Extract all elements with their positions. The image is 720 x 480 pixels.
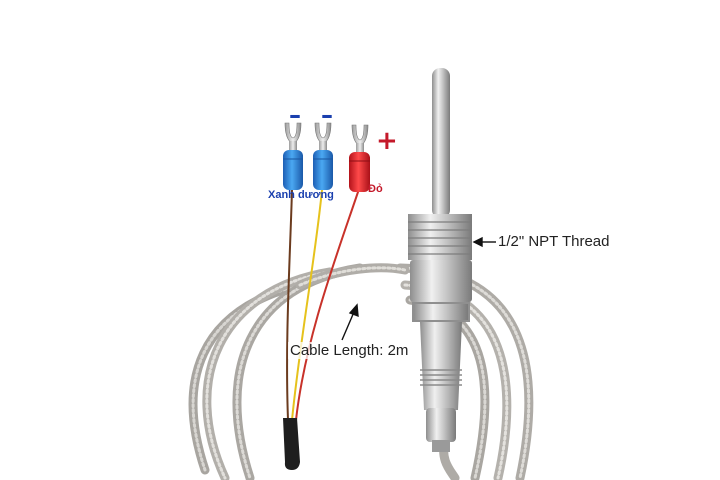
blue-wire-label: Xanh dương [268, 189, 334, 201]
spade-terminal-red [349, 124, 370, 192]
npt-thread [408, 214, 472, 260]
probe-assembly [408, 68, 472, 452]
spade-terminal-blue-2 [313, 122, 333, 190]
probe-rod [432, 68, 450, 218]
thread-label: 1/2" NPT Thread [498, 233, 610, 250]
braided-cable [188, 263, 534, 480]
hex-nut [410, 260, 472, 302]
heat-shrink-sleeve [283, 418, 300, 470]
spade-terminal-blue-1 [283, 122, 303, 190]
aviation-connector [420, 322, 462, 410]
positive-sign: + [376, 126, 398, 156]
thermocouple-wires [286, 189, 359, 421]
cable-length-label: Cable Length: 2m [288, 342, 411, 359]
annotation-arrows [341, 236, 496, 341]
negative-sign-1: – [289, 101, 301, 129]
red-wire-label: Đỏ [368, 183, 383, 195]
negative-sign-2: – [321, 101, 333, 129]
